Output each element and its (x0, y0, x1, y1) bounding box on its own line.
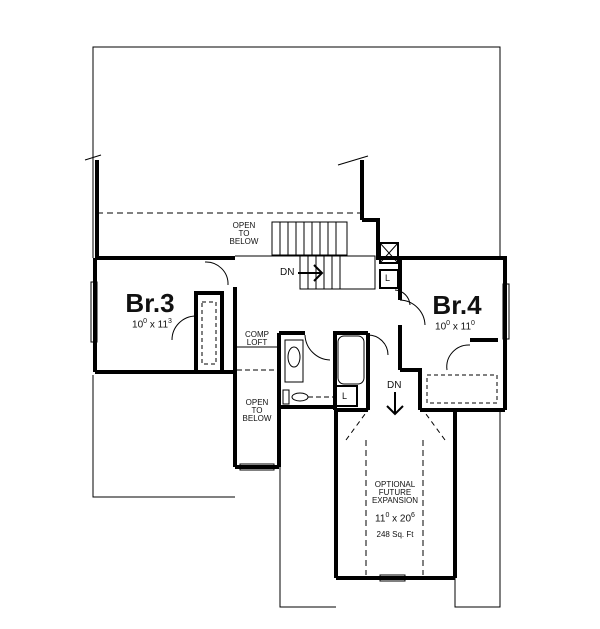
expansion-title: OPTIONAL FUTURE EXPANSION (371, 480, 419, 505)
linen-closet-label: L (385, 273, 391, 283)
expansion-dimensions: 110 x 206 (375, 512, 415, 525)
room-dimensions-br3: 100 x 113 (132, 318, 172, 331)
comp-loft-label: COMP LOFT (245, 330, 269, 347)
open-to-below-top-label: OPEN TO BELOW (229, 221, 259, 246)
stair-down-label-2: DN (387, 380, 402, 391)
room-name-br4: Br.4 (432, 290, 482, 320)
stair-down-label: DN (280, 267, 295, 278)
expansion-area: 248 Sq. Ft (376, 530, 414, 539)
room-dimensions-br4: 100 x 110 (435, 320, 475, 333)
room-name-br3: Br.3 (125, 288, 175, 318)
open-to-below-left-label: OPEN TO BELOW (242, 398, 272, 423)
linen-closet-label-2: L (342, 391, 348, 401)
